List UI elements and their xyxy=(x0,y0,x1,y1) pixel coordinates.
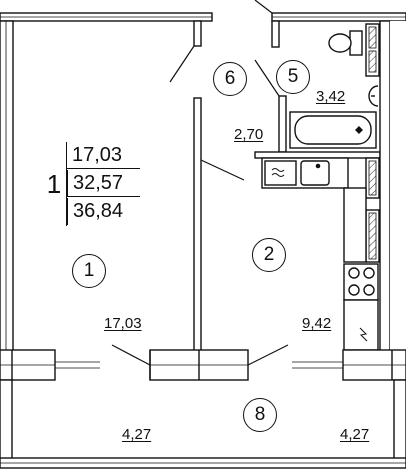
electric-outlet-icon xyxy=(359,327,368,342)
kitchen-door-swing xyxy=(200,159,245,181)
corridor-area: 2,70 xyxy=(234,126,264,143)
balcony-door-left xyxy=(111,344,151,366)
room-number-5: 5 xyxy=(276,60,310,94)
balcony-door-right xyxy=(247,344,289,366)
room-2-area: 9,42 xyxy=(302,315,332,332)
balcony-left-area: 4,27 xyxy=(122,426,152,443)
water-heater-icon xyxy=(264,160,297,186)
partition-upper xyxy=(193,20,202,47)
kitchen-sink-icon xyxy=(300,160,330,186)
balcony-left-wall xyxy=(0,379,13,461)
room-number-1: 1 xyxy=(72,254,106,288)
toilet-icon xyxy=(328,30,363,56)
gas-stove-icon xyxy=(343,263,379,301)
balcony-right-wall xyxy=(393,379,406,461)
bathroom-left-wall xyxy=(271,20,280,48)
room-count: 1 xyxy=(42,142,67,226)
apartment-summary: 1 17,03 32,57 36,84 xyxy=(42,142,140,226)
room-1-area: 17,03 xyxy=(104,315,142,332)
bathroom-left-wall-lower xyxy=(278,95,287,153)
living-area: 17,03 xyxy=(67,142,140,169)
room-number-2: 2 xyxy=(252,238,286,272)
washbasin-icon xyxy=(368,85,379,107)
entry-door-swing xyxy=(254,0,273,14)
total-area: 36,84 xyxy=(67,198,140,225)
area-without-balcony: 32,57 xyxy=(67,170,140,197)
right-wall-outer xyxy=(390,21,406,356)
right-wall xyxy=(379,20,391,357)
room1-door-swing xyxy=(169,45,195,83)
room-number-8: 8 xyxy=(243,398,277,432)
fridge-space xyxy=(343,299,379,351)
bathroom-area: 3,42 xyxy=(316,88,346,105)
left-wall xyxy=(0,20,14,357)
bathroom-bottom-wall xyxy=(254,151,381,159)
room-number-6: 6 xyxy=(213,62,247,96)
balcony-right-area: 4,27 xyxy=(340,426,370,443)
bathroom-door-swing xyxy=(254,59,280,97)
partition-lower xyxy=(193,97,202,355)
